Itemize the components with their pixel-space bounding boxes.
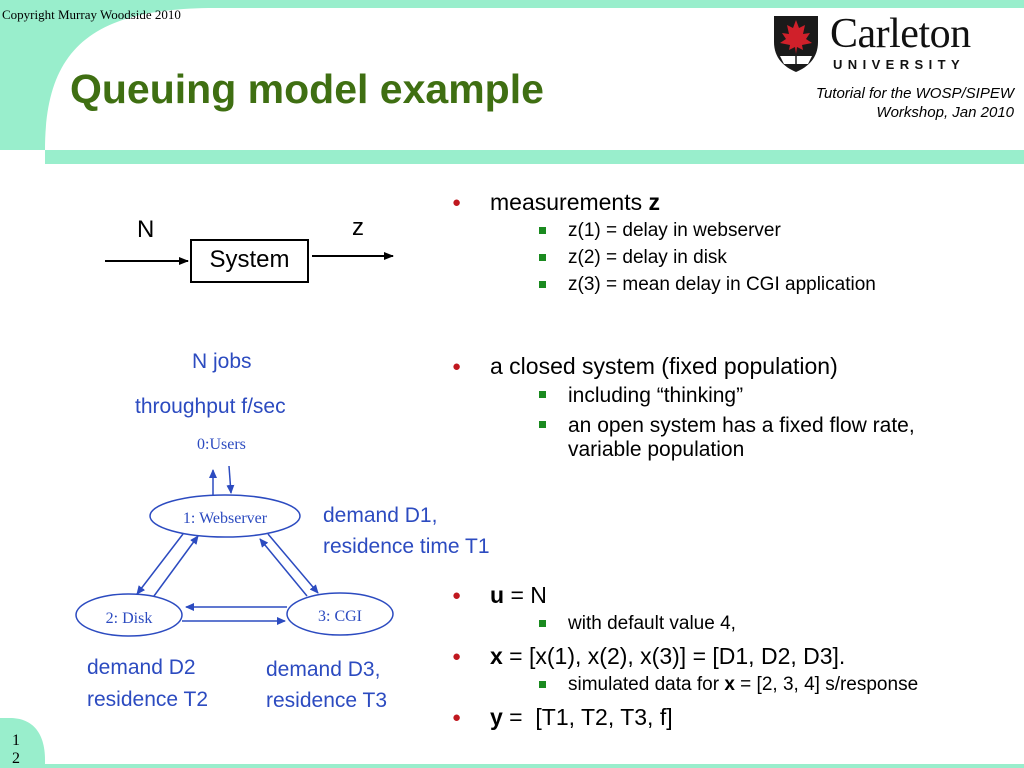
demand3-line1: demand D3, — [266, 658, 381, 681]
bullet-item: a closed system (fixed population) inclu… — [452, 353, 992, 462]
sub-bullet-item: z(2) = delay in disk — [537, 247, 876, 269]
slide-title: Queuing model example — [70, 66, 544, 112]
demand3-line2: residence T3 — [266, 689, 388, 712]
bullet-bold: z — [648, 189, 661, 215]
sub-bullet-bold: x — [724, 674, 735, 695]
demand1-line2: residence time T1 — [323, 535, 490, 558]
shield-icon — [774, 16, 818, 72]
bullet-bold: y — [490, 704, 503, 730]
bullet-item: measurements z z(1) = delay in webserver… — [452, 189, 876, 296]
sub-list: with default value 4, — [490, 613, 918, 635]
bullet-item: u = N with default value 4, — [452, 582, 918, 635]
tutorial-line-2: Workshop, Jan 2010 — [876, 104, 1014, 121]
input-label: N — [137, 216, 155, 243]
bullet-text: measurements — [490, 189, 649, 215]
sub-bullet-item: z(3) = mean delay in CGI application — [537, 274, 876, 296]
system-box — [190, 239, 309, 283]
sub-bullet-item: with default value 4, — [537, 613, 918, 635]
node-disk-label: 2: Disk — [105, 610, 153, 627]
edge-cgi-to-web — [259, 538, 308, 597]
sub-bullet-item: an open system has a fixed flow rate, va… — [537, 414, 988, 462]
demand2-line2: residence T2 — [87, 688, 209, 711]
sub-bullet-item: simulated data for x = [2, 3, 4] s/respo… — [537, 674, 918, 696]
n-jobs-label: N jobs — [192, 350, 252, 373]
system-label: System — [209, 246, 290, 273]
sub-bullet-item: including “thinking” — [537, 384, 992, 408]
page-number: 1 2 — [12, 732, 26, 768]
tutorial-note: Tutorial for the WOSP/SIPEW Workshop, Ja… — [754, 84, 1014, 122]
node-cgi-label: 3: CGI — [318, 608, 362, 625]
logo-wordmark: Carleton — [830, 11, 971, 57]
node-disk — [75, 593, 183, 637]
node-cgi — [286, 592, 394, 636]
bullet-list-measurements: measurements z z(1) = delay in webserver… — [452, 189, 876, 301]
sub-list: including “thinking” an open system has … — [490, 384, 992, 462]
throughput-label: throughput f/sec — [135, 395, 286, 418]
tutorial-line-1: Tutorial for the WOSP/SIPEW — [815, 85, 1014, 102]
bullet-text: = [T1, T2, T3, f] — [502, 704, 673, 730]
edge-web-to-disk — [136, 533, 184, 595]
users-down-arrow — [226, 465, 235, 494]
edge-web-to-cgi — [267, 533, 319, 594]
copyright-text: Copyright Murray Woodside 2010 — [2, 7, 181, 22]
sub-bullet-text: simulated data for — [568, 674, 725, 695]
sub-list: simulated data for x = [2, 3, 4] s/respo… — [490, 674, 918, 696]
bullet-text: = N — [504, 582, 547, 608]
bullet-item: y = [T1, T2, T3, f] — [452, 704, 918, 731]
output-label: z — [352, 214, 364, 241]
node-users-label: 0:Users — [197, 436, 246, 453]
bullet-text: a closed system (fixed population) — [490, 353, 838, 379]
bullet-bold: u — [490, 582, 505, 608]
sub-bullet-text: = [2, 3, 4] s/response — [734, 674, 919, 695]
sub-list: z(1) = delay in webserver z(2) = delay i… — [490, 220, 876, 296]
logo-subtitle: UNIVERSITY — [833, 57, 966, 72]
demand2-line1: demand D2 — [87, 656, 196, 679]
node-webserver-label: 1: Webserver — [182, 510, 268, 527]
carleton-logo: Carleton UNIVERSITY — [770, 11, 1010, 76]
bullet-list-variables: u = N with default value 4, x = [x(1), x… — [452, 582, 918, 731]
sub-bullet-item: z(1) = delay in webserver — [537, 220, 876, 242]
bullet-text: = [x(1), x(2), x(3)] = [D1, D2, D3]. — [502, 643, 846, 669]
node-webserver — [149, 494, 301, 538]
bullet-item: x = [x(1), x(2), x(3)] = [D1, D2, D3]. s… — [452, 643, 918, 696]
page-number-digit: 2 — [12, 750, 20, 767]
demand1-line1: demand D1, — [323, 504, 438, 527]
edge-disk-to-web — [153, 535, 199, 597]
bullet-bold: x — [490, 643, 503, 669]
bullet-list-closed-system: a closed system (fixed population) inclu… — [452, 353, 992, 467]
page-number-digit: 1 — [12, 732, 20, 749]
